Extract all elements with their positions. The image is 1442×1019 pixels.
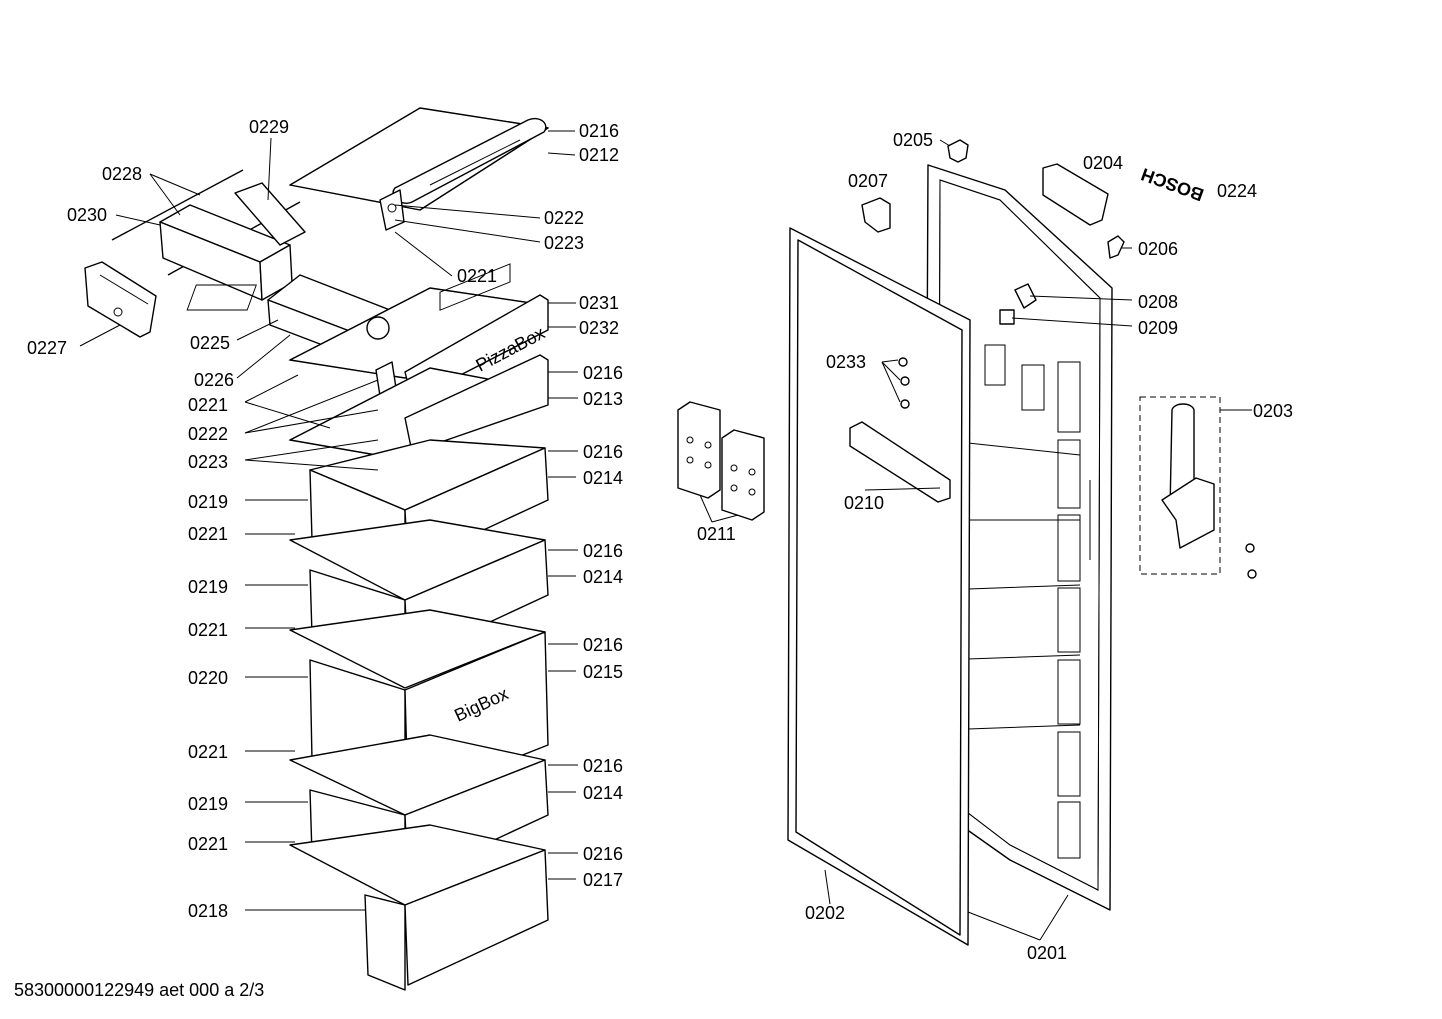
callout-0210: 0210 [844, 493, 884, 513]
callout-0209: 0209 [1138, 318, 1178, 338]
callout-0220: 0220 [188, 668, 228, 688]
top-hardware: BOSCH [861, 139, 1206, 325]
callout-0223: 0223 [544, 233, 584, 253]
callout-0214: 0214 [583, 567, 623, 587]
callout-0221: 0221 [188, 395, 228, 415]
callout-0219: 0219 [188, 492, 228, 512]
callout-0214: 0214 [583, 468, 623, 488]
callout-labels: 0216 0212 0229 0228 0230 0222 0223 0221 … [27, 117, 1293, 963]
screws-0233 [898, 357, 910, 409]
document-reference-footer: 58300000122949 aet 000 a 2/3 [14, 980, 265, 1000]
ice-maker-unit [111, 169, 306, 301]
callout-0203: 0203 [1253, 401, 1293, 421]
wire-shelf-mid [288, 354, 549, 461]
callout-0214: 0214 [583, 783, 623, 803]
callout-0205: 0205 [893, 130, 933, 150]
callout-0207: 0207 [848, 171, 888, 191]
callout-0216: 0216 [579, 121, 619, 141]
callout-0219: 0219 [188, 794, 228, 814]
bottom-drawer [289, 824, 549, 991]
callout-0204: 0204 [1083, 153, 1123, 173]
callout-0216: 0216 [583, 442, 623, 462]
callout-0216: 0216 [583, 635, 623, 655]
callout-0231: 0231 [579, 293, 619, 313]
callout-0216: 0216 [583, 756, 623, 776]
callout-0222: 0222 [544, 208, 584, 228]
callout-0201: 0201 [1027, 943, 1067, 963]
callout-0219: 0219 [188, 577, 228, 597]
callout-0221: 0221 [188, 524, 228, 544]
callout-0217: 0217 [583, 870, 623, 890]
callout-0208: 0208 [1138, 292, 1178, 312]
callout-0216: 0216 [583, 363, 623, 383]
callout-0233: 0233 [826, 352, 866, 372]
callout-0213: 0213 [583, 389, 623, 409]
door-gasket [787, 227, 971, 946]
callout-0223: 0223 [188, 452, 228, 472]
callout-0227: 0227 [27, 338, 67, 358]
callout-0221: 0221 [188, 834, 228, 854]
cold-packs [677, 401, 765, 521]
callout-0230: 0230 [67, 205, 107, 225]
callout-0221: 0221 [188, 620, 228, 640]
callout-0212: 0212 [579, 145, 619, 165]
callout-0215: 0215 [583, 662, 623, 682]
callout-0216: 0216 [583, 844, 623, 864]
callout-0221: 0221 [188, 742, 228, 762]
callout-0221: 0221 [457, 266, 497, 286]
callout-0229: 0229 [249, 117, 289, 137]
callout-0224: 0224 [1217, 181, 1257, 201]
callout-0226: 0226 [194, 370, 234, 390]
door-handle [849, 421, 951, 503]
callout-0222: 0222 [188, 424, 228, 444]
leader-lines [79, 130, 1252, 941]
brand-logo-text: BOSCH [1138, 164, 1206, 205]
callout-0202: 0202 [805, 903, 845, 923]
hinge-assembly [1139, 396, 1257, 579]
callout-0206: 0206 [1138, 239, 1178, 259]
callout-0218: 0218 [188, 901, 228, 921]
callout-0232: 0232 [579, 318, 619, 338]
callout-0216: 0216 [583, 541, 623, 561]
top-wire-shelf [288, 107, 550, 211]
callout-0225: 0225 [190, 333, 230, 353]
callout-0211: 0211 [697, 524, 736, 544]
ice-maker-control-box [84, 261, 157, 338]
callout-0228: 0228 [102, 164, 142, 184]
